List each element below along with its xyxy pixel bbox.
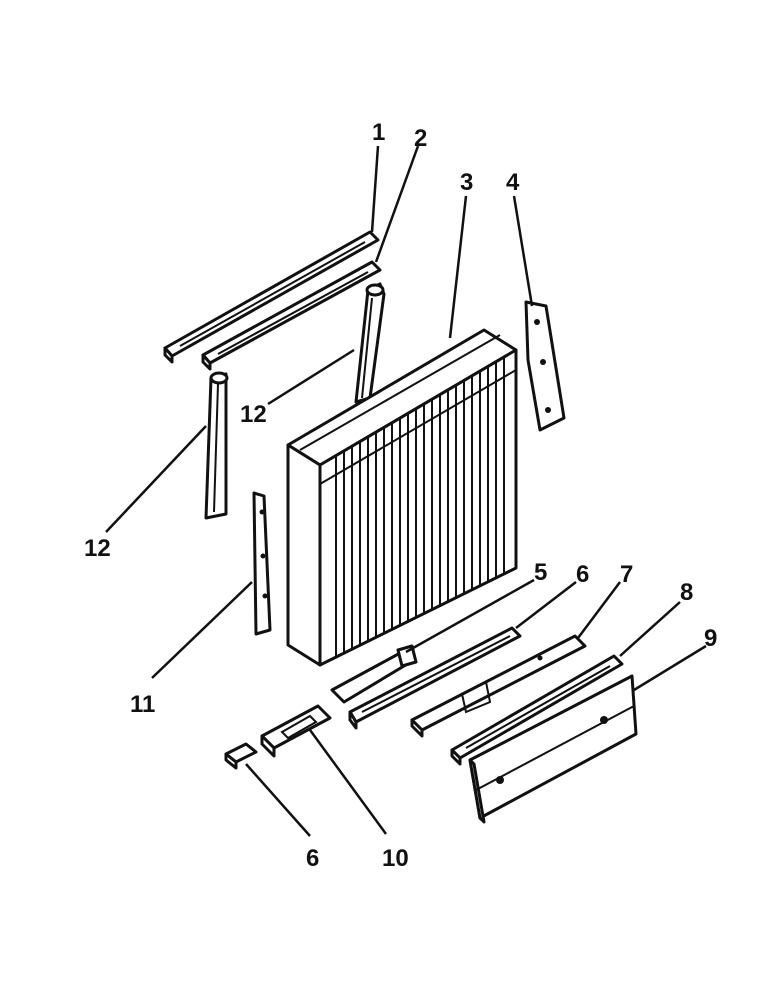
callout-12-left: 12: [84, 535, 111, 562]
callout-1: 1: [372, 119, 385, 146]
callout-3: 3: [460, 169, 473, 196]
leader-lines: [105, 145, 707, 837]
callout-8: 8: [680, 579, 693, 606]
callout-5: 5: [534, 559, 547, 586]
part-12-left-post: [204, 371, 229, 520]
part-8-bar: [450, 654, 624, 766]
part-6-clip: [224, 742, 258, 770]
part-11-left-strip: [252, 491, 272, 636]
callout-10: 10: [382, 845, 409, 872]
callout-7: 7: [620, 561, 633, 588]
callout-6-lower: 6: [306, 845, 319, 872]
callout-12-upper: 12: [240, 401, 267, 428]
part-7-plate: [410, 634, 587, 738]
part-10-block: [260, 704, 332, 758]
callout-2: 2: [414, 125, 427, 152]
part-4-side-plate: [524, 300, 566, 432]
callout-4: 4: [506, 169, 520, 196]
part-12-upper-post: [354, 282, 386, 404]
part-2-bar: [201, 260, 382, 371]
callout-9: 9: [704, 625, 717, 652]
part-6-long-bar: [348, 626, 522, 730]
part-5-support: [330, 644, 418, 704]
part-1-top-bar: [163, 230, 380, 364]
callout-11: 11: [130, 691, 155, 718]
part-9-bracket: [468, 674, 638, 824]
part-3-radiator-core: [286, 328, 518, 667]
callout-6-upper: 6: [576, 561, 589, 588]
